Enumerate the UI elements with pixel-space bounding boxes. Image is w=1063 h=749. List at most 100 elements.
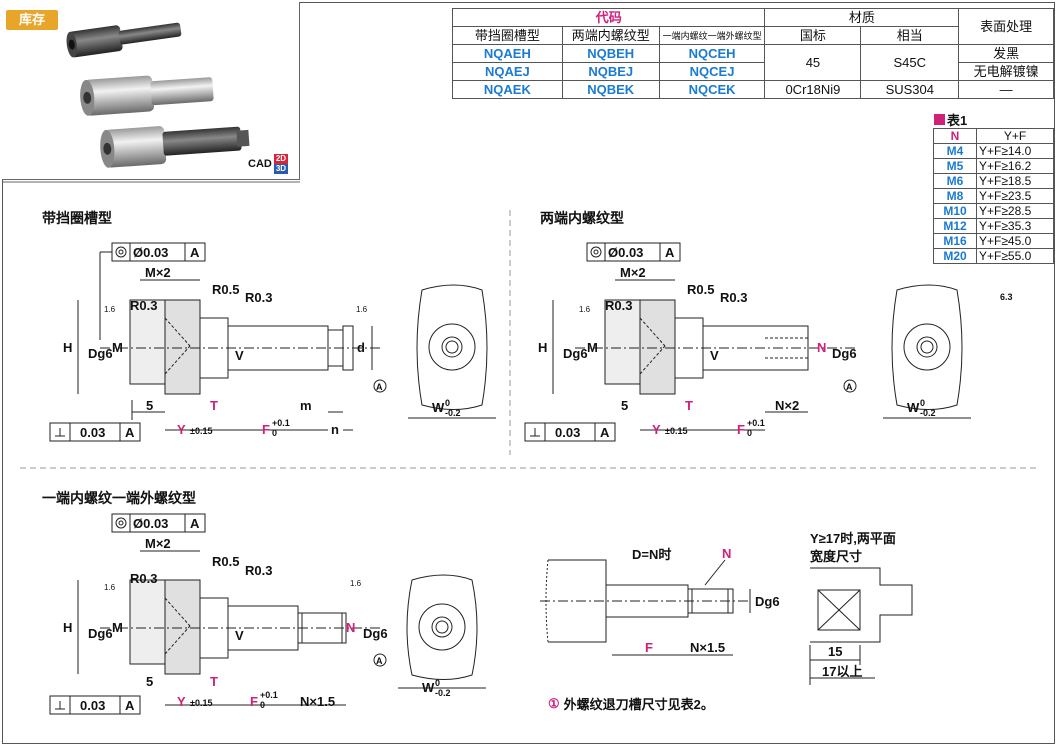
coaxiality-value: Ø0.03 — [133, 245, 168, 260]
product-photo — [66, 22, 250, 168]
cad-3d[interactable]: 3D — [273, 164, 289, 174]
footnote-mark-icon: ① — [548, 695, 560, 711]
dim-y: Y — [177, 694, 186, 709]
dim-w-lo: -0.2 — [445, 408, 461, 418]
dim-f: F — [262, 422, 270, 437]
surface-header: 表面处理 — [958, 8, 1054, 45]
table1-title: 表1 — [934, 110, 967, 129]
code-cell[interactable]: NQCEJ — [658, 62, 766, 81]
code-cell[interactable]: NQCEH — [658, 44, 766, 63]
coaxiality-value: Ø0.03 — [608, 245, 643, 260]
datum-label: A — [190, 245, 200, 260]
detail1-dg6: Dg6 — [755, 594, 780, 609]
dim-h: H — [538, 340, 547, 355]
dim-w-up: 0 — [435, 678, 440, 688]
roughness-16: 1.6 — [104, 305, 116, 314]
roughness-16: 1.6 — [356, 305, 368, 314]
datum-label: A — [125, 698, 135, 713]
pin-drawing-type3 — [49, 513, 486, 715]
dim-f: F — [737, 422, 745, 437]
dim-dg6: Dg6 — [88, 626, 113, 641]
datum-circle: A — [376, 382, 383, 392]
detail-flat-width — [809, 567, 913, 685]
dim-f-lo: 0 — [272, 428, 277, 438]
pin-nickel — [80, 75, 214, 116]
coaxiality-value: Ø0.03 — [133, 516, 168, 531]
material-eq: SUS304 — [860, 80, 960, 99]
dim-m: M — [112, 340, 123, 355]
dim-N: N — [817, 340, 826, 355]
dim-nx15: N×1.5 — [300, 694, 335, 709]
dim-v: V — [235, 348, 244, 363]
col-type1: 带挡圈槽型 — [452, 26, 563, 45]
dim-t: T — [685, 398, 693, 413]
dim-t: T — [210, 674, 218, 689]
section-title-type2: 两端内螺纹型 — [540, 210, 624, 226]
material-eq: S45C — [860, 44, 960, 81]
dim-v: V — [710, 348, 719, 363]
table1-v: Y+F≥16.2 — [976, 158, 1054, 174]
dim-d: d — [357, 340, 365, 355]
dim-y: Y — [652, 422, 661, 437]
code-cell[interactable]: NQBEK — [561, 80, 660, 99]
perpendicularity-value: 0.03 — [80, 698, 105, 713]
dim-r03: R0.3 — [720, 290, 747, 305]
code-cell[interactable]: NQCEK — [658, 80, 766, 99]
roughness-63: 6.3 — [1000, 292, 1013, 302]
spec-table: 代码 材质 表面处理 带挡圈槽型 两端内螺纹型 一端内螺纹一端外螺纹型 国标 相… — [451, 8, 1054, 99]
dim-r05: R0.5 — [212, 554, 239, 569]
datum-circle: A — [846, 382, 853, 392]
detail2-15: 15 — [828, 644, 842, 659]
cad-2d[interactable]: 2D — [273, 154, 289, 164]
cad-badge[interactable]: CAD 2D 3D — [246, 152, 289, 176]
dim-h: H — [63, 340, 72, 355]
dim-y: Y — [177, 422, 186, 437]
table1-v: Y+F≥28.5 — [976, 203, 1054, 219]
dim-y-tol: ±0.15 — [190, 426, 212, 436]
datum-circle: A — [376, 656, 383, 666]
dim-dg6: Dg6 — [363, 626, 388, 641]
dim-r05: R0.5 — [212, 282, 239, 297]
code-cell[interactable]: NQAEJ — [452, 62, 563, 81]
surface-cell: — — [958, 80, 1054, 99]
pin-drawing-type1 — [49, 242, 496, 442]
dim-f: F — [250, 694, 258, 709]
table1-n: M5 — [933, 158, 977, 174]
dim-5: 5 — [146, 674, 153, 689]
table1-v: Y+F≥45.0 — [976, 233, 1054, 249]
dim-5: 5 — [621, 398, 628, 413]
dim-w-lo: -0.2 — [435, 688, 451, 698]
dim-nx2: N×2 — [775, 398, 799, 413]
table1-v: Y+F≥18.5 — [976, 173, 1054, 189]
dim-m-lower: m — [300, 398, 312, 413]
dim-w: W — [422, 680, 435, 695]
detail2-title2: 宽度尺寸 — [810, 549, 863, 564]
dim-w: W — [432, 400, 445, 415]
dim-f-lo: 0 — [260, 700, 265, 710]
material-gb: 0Cr18Ni9 — [764, 80, 862, 99]
dim-r05: R0.5 — [687, 282, 714, 297]
stock-badge: 库存 — [6, 10, 58, 30]
section-title-type3: 一端内螺纹一端外螺纹型 — [42, 490, 196, 506]
detail2-title1: Y≥17时,两平面 — [810, 531, 896, 546]
dim-y-tol: ±0.15 — [665, 426, 687, 436]
table1-marker-icon — [934, 114, 945, 125]
section-title-type1: 带挡圈槽型 — [42, 210, 112, 226]
dim-m: M — [587, 340, 598, 355]
dim-r03: R0.3 — [130, 298, 157, 313]
dim-dg6: Dg6 — [832, 346, 857, 361]
dim-w-up: 0 — [920, 398, 925, 408]
pin-stainless — [100, 126, 250, 168]
dim-w-lo: -0.2 — [920, 408, 936, 418]
code-cell[interactable]: NQBEH — [561, 44, 660, 63]
dim-n-lower: n — [331, 422, 339, 437]
detail2-17: 17以上 — [822, 664, 862, 679]
dim-w: W — [907, 400, 920, 415]
roughness-16: 1.6 — [104, 583, 116, 592]
pin-black-oxide — [66, 22, 182, 58]
dim-v: V — [235, 628, 244, 643]
detail1-f: F — [645, 640, 653, 655]
